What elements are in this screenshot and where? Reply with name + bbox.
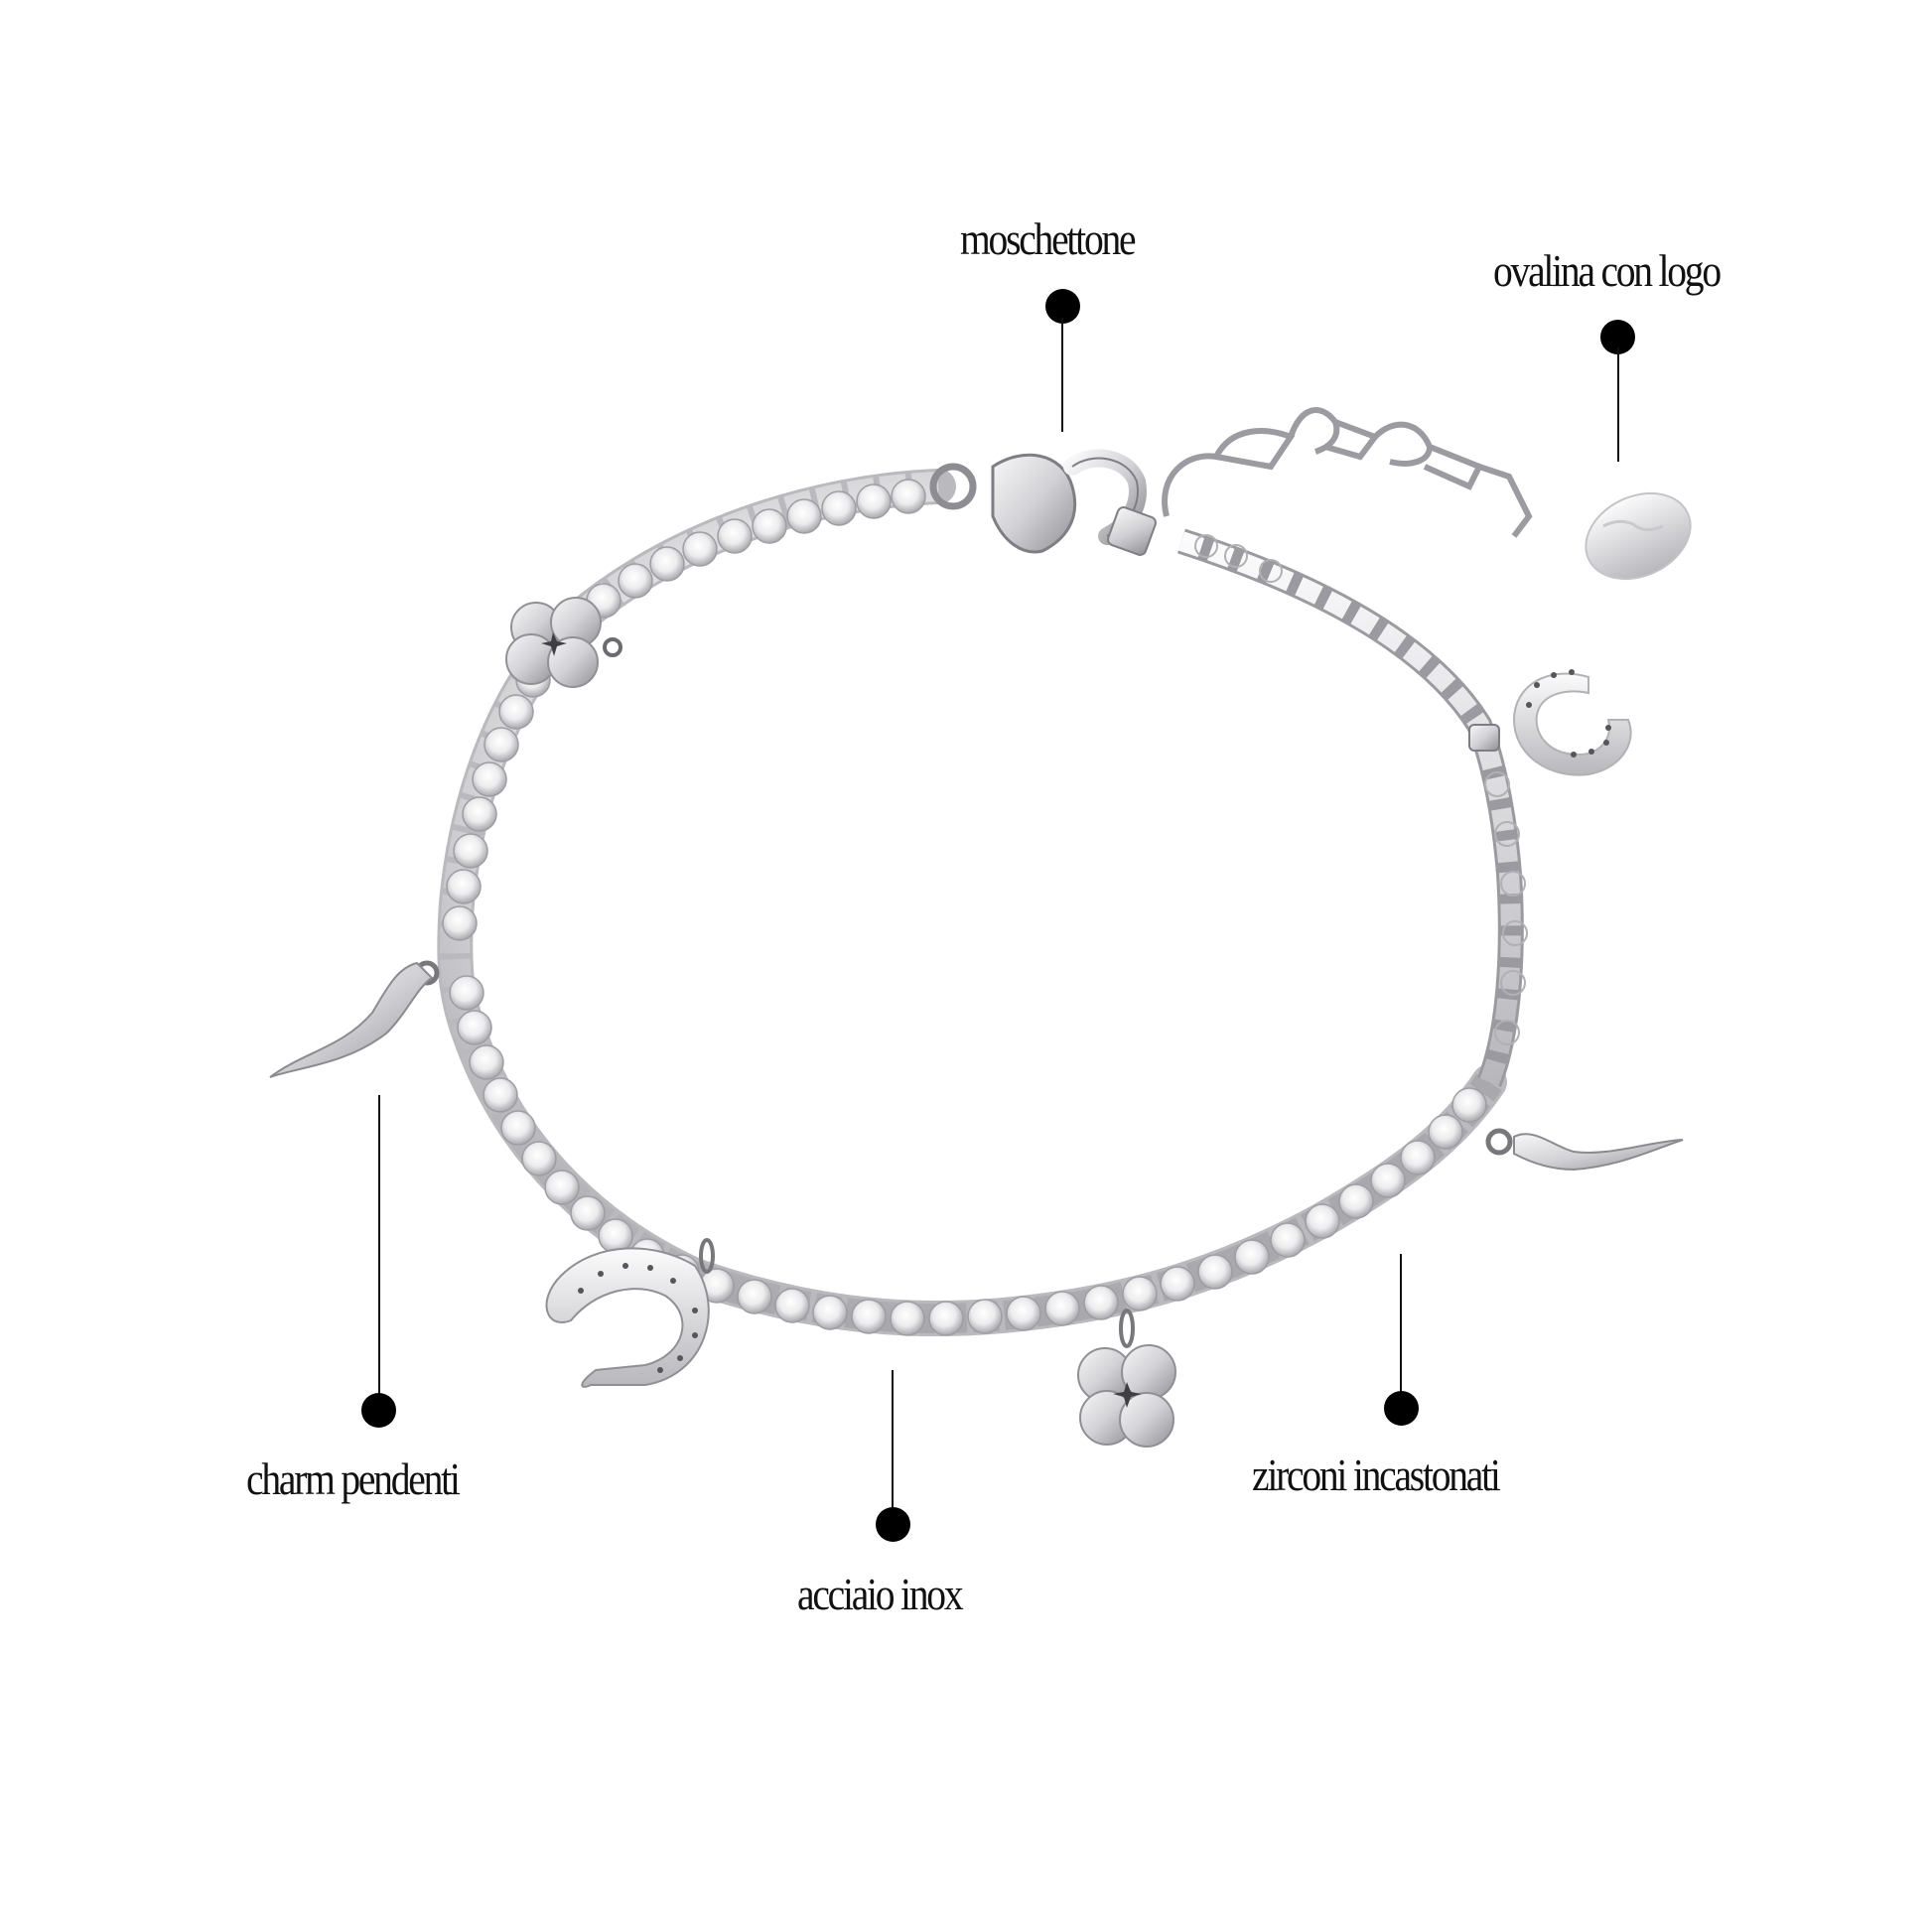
- callout-label-ovalina: ovalina con logo: [1493, 245, 1722, 296]
- horseshoe-charm-left: [545, 1238, 715, 1388]
- callout-dot-zirconi: [1384, 1391, 1419, 1426]
- horseshoe-charm-right: [1468, 669, 1632, 776]
- callout-line-zirconi: [1400, 1254, 1402, 1398]
- callout-label-acciaio: acciaio inox: [797, 1569, 964, 1619]
- extension-chain: [1162, 407, 1533, 538]
- lobster-clasp: [929, 449, 1157, 556]
- logo-tag: [1585, 491, 1692, 581]
- horn-charm-left: [269, 960, 440, 1078]
- box-chain: [1177, 528, 1528, 1087]
- clover-charm-top: [505, 597, 622, 688]
- callout-dot-charm: [361, 1393, 396, 1428]
- callout-line-charm: [378, 1095, 380, 1398]
- callout-dot-acciaio: [876, 1507, 910, 1542]
- callout-line-acciaio: [892, 1370, 894, 1514]
- callout-label-charm: charm pendenti: [246, 1453, 461, 1504]
- callout-line-ovalina: [1617, 347, 1619, 462]
- callout-label-moschettone: moschettone: [960, 213, 1137, 264]
- clover-charm-bottom: [1077, 1309, 1176, 1448]
- callout-label-zirconi: zirconi incastonati: [1252, 1449, 1501, 1500]
- horn-charm-right: [1485, 1128, 1684, 1172]
- callout-line-moschettone: [1061, 318, 1063, 432]
